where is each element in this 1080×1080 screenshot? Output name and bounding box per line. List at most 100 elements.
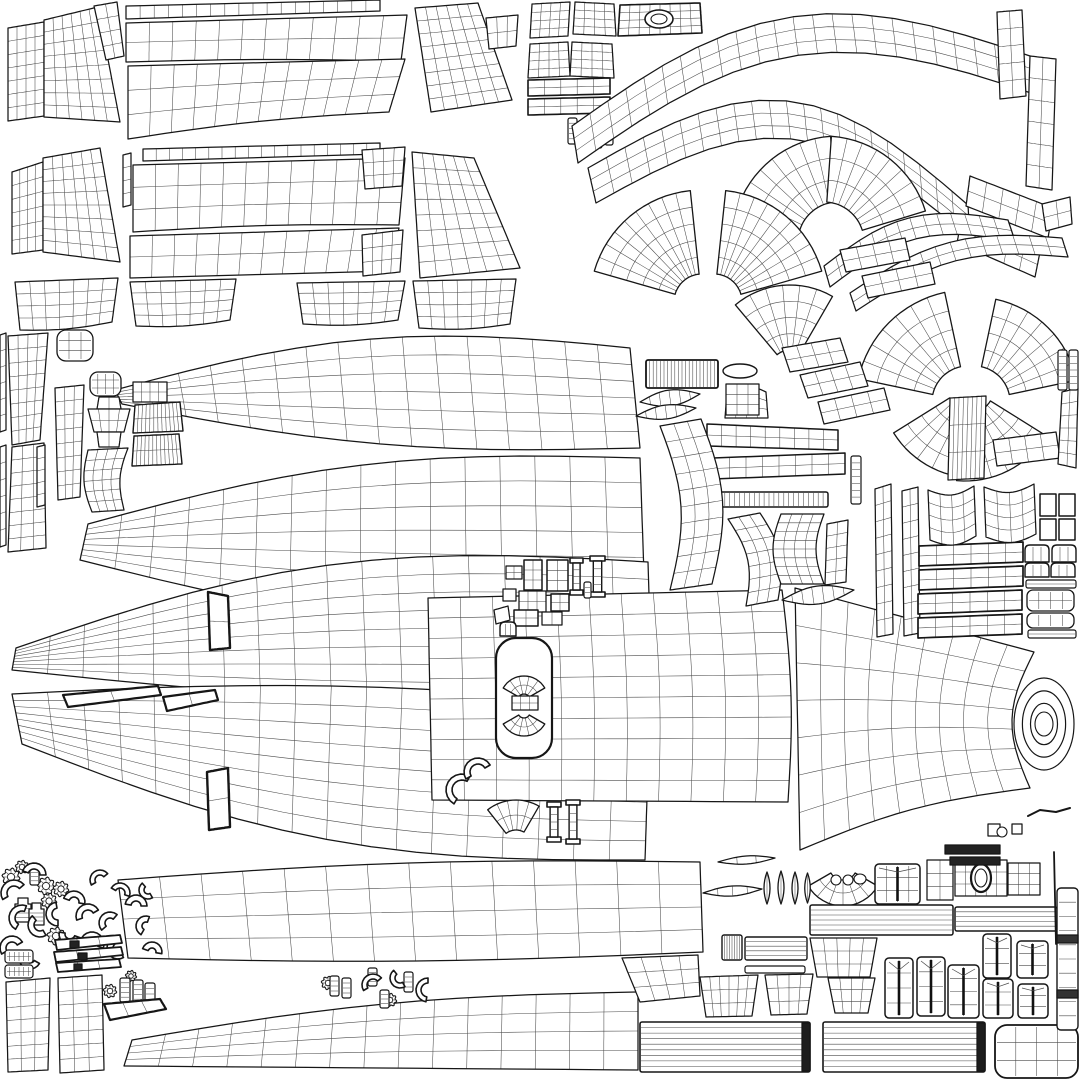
grid-line [428, 87, 508, 100]
ring-piece-12 [1013, 677, 1075, 771]
uv-island-border-100 [927, 485, 977, 546]
striped-bar-92 [850, 455, 862, 505]
uv-island-patch-173 [950, 857, 1000, 865]
grid-line [999, 78, 1026, 82]
spring-arc-piece-217 [89, 869, 109, 886]
uv-island-border-147 [764, 973, 814, 1016]
uv-island-fan-border-64 [857, 291, 962, 396]
grid-line [7, 102, 45, 108]
grid-line [72, 976, 75, 1073]
grid-line [430, 738, 792, 740]
uv-island-border-146 [699, 974, 759, 1018]
grid-line [48, 880, 52, 884]
uv-island-border-33 [361, 229, 404, 277]
grid-line [902, 502, 919, 508]
grid-line [50, 930, 54, 934]
grid-line [703, 1002, 755, 1004]
uv-island-patch-52 [588, 100, 970, 239]
grid-line [391, 995, 395, 999]
uv-island-border-247 [131, 433, 183, 467]
uv-island-patch-23 [415, 3, 512, 112]
grid-line [84, 468, 122, 472]
uv-island-border-18 [43, 6, 121, 123]
grid-line [738, 516, 761, 605]
uv-island-patch-88 [660, 419, 723, 590]
rounded-panel-239 [56, 329, 94, 362]
grid-line [418, 27, 487, 35]
uv-island-border-99 [917, 613, 1023, 639]
grid-line [1009, 10, 1014, 98]
grid-line [0, 365, 7, 368]
grid-line [963, 968, 976, 976]
grid-line [661, 197, 693, 276]
grid-line [895, 329, 953, 387]
grid-line [967, 190, 1051, 224]
grid-line [7, 35, 45, 42]
grid-line [43, 49, 107, 57]
grid-line [530, 18, 570, 22]
grid-line [902, 551, 919, 556]
uv-island-border-63 [1041, 196, 1073, 232]
grid-line [792, 16, 799, 56]
grid-line [122, 1002, 129, 1017]
grid-line [963, 637, 982, 796]
grid-line [192, 64, 198, 130]
uv-island-border-93 [781, 584, 855, 606]
grid-line [98, 936, 101, 946]
grid-line [207, 797, 230, 802]
grid-line [528, 58, 570, 62]
grid-line [1027, 142, 1054, 147]
grid-line [903, 584, 920, 588]
uv-island-border-42 [527, 77, 611, 97]
grid-line [129, 1011, 639, 1047]
grid-line [7, 48, 45, 55]
grid-line [23, 862, 27, 866]
grid-line [625, 88, 632, 127]
grid-line [8, 534, 46, 540]
grid-line [111, 986, 115, 990]
grid-line [965, 396, 969, 480]
uv-island-patch-248 [63, 686, 161, 707]
grid-line [50, 895, 55, 900]
grid-line [99, 28, 121, 34]
uv-island-border-246 [132, 401, 184, 434]
grid-line [661, 66, 668, 104]
grid-line [381, 232, 383, 275]
dome-piece-106 [1024, 544, 1050, 563]
grid-line [675, 193, 696, 275]
grid-line [7, 1056, 49, 1060]
grid-line [11, 220, 44, 227]
grid-line [42, 240, 118, 249]
uv-island-patch-104 [1040, 519, 1056, 540]
grid-line [994, 44, 999, 83]
grid-line [681, 516, 723, 524]
uv-island-border-48 [617, 2, 703, 37]
grid-line [679, 55, 687, 94]
grid-line [735, 231, 802, 285]
grid-line [778, 179, 834, 224]
grid-line [909, 488, 913, 635]
grid-line [1026, 164, 1053, 169]
uv-island-border-89 [727, 512, 782, 607]
grid-line [677, 550, 720, 557]
grid-line [998, 61, 1025, 65]
uv-island-border-3 [206, 590, 232, 652]
ellipse-piece-50 [650, 13, 668, 25]
ellipse-piece-175 [996, 826, 1008, 838]
striped-bar-156 [822, 1021, 986, 1073]
grid-line [902, 519, 919, 524]
grid-line [665, 434, 708, 443]
spool-flange-128 [565, 799, 581, 806]
uv-island-border-72 [817, 387, 891, 425]
grid-line [7, 75, 45, 82]
dome-piece-124 [499, 621, 517, 637]
grid-line [42, 176, 106, 182]
grid-line [122, 906, 702, 920]
grid-line [739, 256, 817, 292]
grid-line [716, 38, 723, 77]
uv-island-fan-56 [826, 136, 926, 231]
uv-island-border-141 [1007, 862, 1041, 896]
grid-line [949, 423, 986, 426]
grid-line [988, 332, 1044, 388]
grid-line [875, 550, 892, 556]
